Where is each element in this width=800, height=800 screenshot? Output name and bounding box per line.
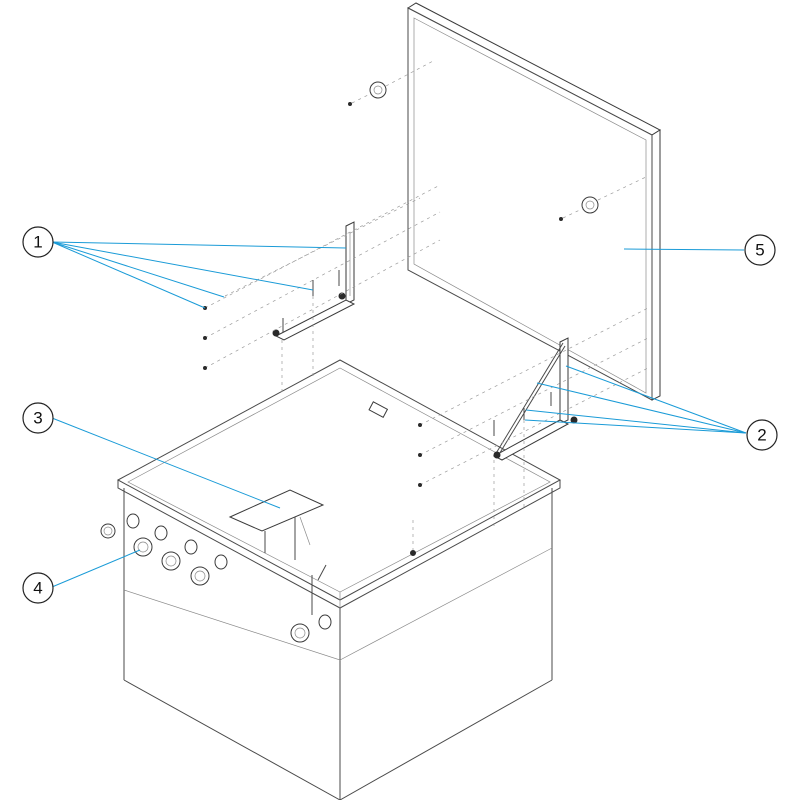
box-top-rim [116,359,562,601]
stay-arm-horizontal [492,419,570,461]
leader-lines [51,241,747,588]
callout-4: 4 [22,572,54,604]
box-bottom-edge [123,679,553,800]
label-plate [368,401,389,418]
gland [133,537,153,557]
callout-1-label: 1 [33,233,42,252]
gland [190,566,210,586]
gland [161,551,181,571]
lid-knob [581,196,599,214]
stay-strut [494,342,564,456]
hole [214,554,228,570]
lid-panel [348,2,662,401]
callout-1: 1 [22,226,54,258]
cable-glands [100,513,332,643]
box-seam [123,547,553,661]
callout-2-label: 2 [757,426,766,445]
shelf-bracket [228,489,327,615]
lid-outer [407,7,653,401]
hole [126,513,140,529]
gland [290,623,310,643]
callout-4-label: 4 [33,579,42,598]
enclosure-box [116,359,562,800]
drain-point [410,550,416,556]
lid-knob [369,81,387,99]
lid-inner [413,17,647,394]
box-rim-edge [117,480,561,609]
hole [318,614,332,630]
callout-5: 5 [744,234,776,266]
right-hinge-assembly [418,306,651,530]
callout-5-label: 5 [755,241,764,260]
callout-3-label: 3 [33,409,42,428]
box-rim-inner [127,367,551,593]
hinge-arm-horizontal [274,299,356,341]
hole [184,539,198,555]
callout-2: 2 [746,419,778,451]
hole [154,525,168,541]
left-hinge-assembly [203,184,441,395]
shelf-plate [228,489,325,532]
gland [100,523,116,539]
callout-3: 3 [22,402,54,434]
